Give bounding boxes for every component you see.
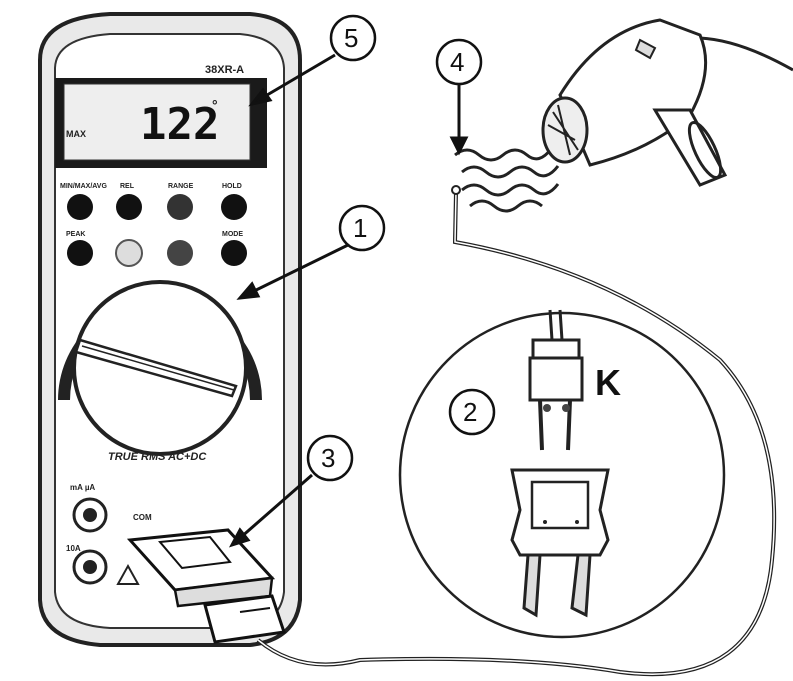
key-label-minmax: MIN/MAX/AVG <box>60 183 107 190</box>
callout-arrows <box>228 53 469 548</box>
connector-type-label: K <box>595 362 621 403</box>
rel-button[interactable] <box>116 194 142 220</box>
callout-3: 3 <box>306 434 354 482</box>
brand-line: TRUE RMS AC+DC <box>108 451 207 463</box>
display-mode-label: MAX <box>66 129 86 139</box>
warning-icon <box>116 563 140 585</box>
svg-text:2: 2 <box>463 397 477 427</box>
display-unit: ° <box>212 97 218 113</box>
connector-inset: K <box>398 309 726 639</box>
svg-text:5: 5 <box>344 23 358 53</box>
sun-button[interactable] <box>167 240 193 266</box>
multimeter: 38XR-A MAX 122 ° MIN/MAX/AVG REL RANGE H… <box>38 12 302 647</box>
key-label-range: RANGE <box>168 183 194 190</box>
callout-4: 4 <box>435 38 483 86</box>
lcd-display: MAX 122 ° <box>55 78 267 168</box>
display-reading: 122 <box>140 99 219 150</box>
callout-1: 1 <box>338 204 386 252</box>
heat-waves <box>454 148 560 213</box>
key-label-rel: REL <box>120 183 135 190</box>
key-label-hold: HOLD <box>222 183 242 190</box>
thermocouple-adapter <box>126 528 286 644</box>
minmax-button[interactable] <box>67 194 93 220</box>
ma-jack-label: mA µA <box>70 483 95 492</box>
heat-gun-handle <box>652 108 728 187</box>
10a-jack-label: 10A <box>66 544 81 553</box>
heat-gun-cord <box>699 36 793 72</box>
key-label-mode: MODE <box>222 231 243 238</box>
key-label-peak: PEAK <box>66 231 85 238</box>
svg-text:1: 1 <box>353 213 367 243</box>
rotary-selector[interactable] <box>58 280 262 456</box>
model-label: 38XR-A <box>205 64 244 76</box>
heat-gun <box>541 18 793 187</box>
hold-button[interactable] <box>221 194 247 220</box>
thermocouple-probe-tip <box>451 185 461 195</box>
peak-button[interactable] <box>67 240 93 266</box>
backlight-button[interactable] <box>115 239 143 267</box>
mode-button[interactable] <box>221 240 247 266</box>
svg-text:4: 4 <box>450 47 464 77</box>
callout-2: 2 <box>448 388 496 436</box>
com-label: COM <box>133 513 152 522</box>
svg-text:3: 3 <box>321 443 335 473</box>
callout-5: 5 <box>329 14 377 62</box>
range-button[interactable] <box>167 194 193 220</box>
